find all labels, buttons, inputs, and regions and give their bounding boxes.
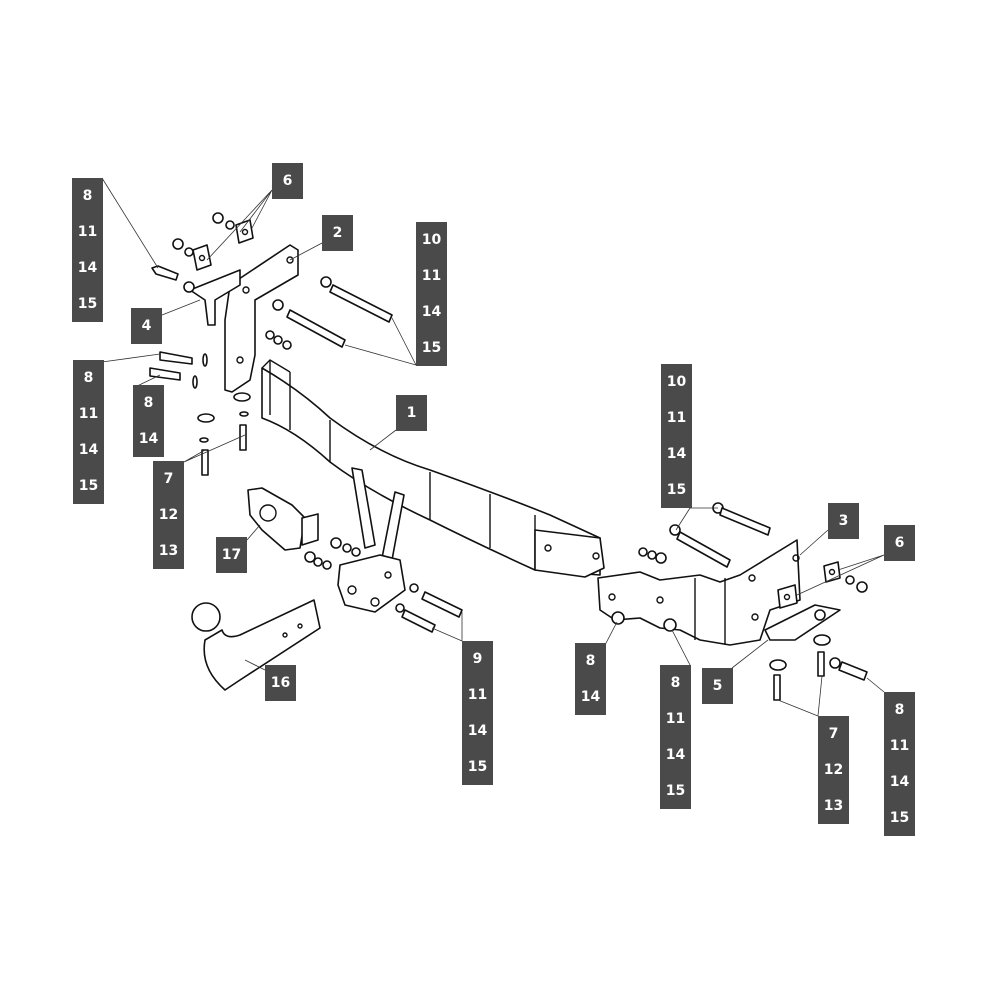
callout-right-bolt-set-short: 8 14 [575,643,606,715]
callout-left-bolt-set-upper: 8 11 14 15 [72,178,103,322]
part-number-label: 11 [889,738,910,754]
callout-left-small-bracket: 4 [131,308,162,344]
part-number-label: 10 [421,232,442,248]
part-number-label: 17 [221,547,242,563]
part-number-label: 11 [421,268,442,284]
part-number-label: 16 [270,675,291,691]
part-number-label: 8 [82,188,93,204]
tow-ball-part [191,599,321,691]
part-number-label: 7 [828,726,839,742]
callout-neck-bolts: 9 11 14 15 [462,641,493,785]
left-bracket-part [149,212,393,476]
callout-main-crossbar: 1 [396,395,427,431]
part-number-label: 15 [77,296,98,312]
part-number-label: 6 [894,535,905,551]
part-number-label: 11 [665,711,686,727]
part-number-label: 6 [282,173,293,189]
callout-right-long-bolts: 10 11 14 15 [661,364,692,508]
callout-right-plates: 6 [884,525,915,561]
callout-left-bracket: 2 [322,215,353,251]
part-number-label: 15 [889,810,910,826]
part-number-label: 8 [670,675,681,691]
part-number-label: 14 [666,446,687,462]
part-number-label: 10 [666,374,687,390]
part-number-label: 11 [666,410,687,426]
part-number-label: 14 [138,431,159,447]
part-number-label: 15 [666,482,687,498]
callout-left-long-bolts: 10 11 14 15 [416,222,447,366]
part-number-label: 11 [78,406,99,422]
part-number-label: 8 [894,702,905,718]
part-number-label: 15 [665,783,686,799]
part-number-label: 11 [467,687,488,703]
part-number-label: 14 [467,723,488,739]
part-number-label: 9 [472,651,483,667]
part-number-label: 11 [77,224,98,240]
callout-right-bolt-set-middle: 8 11 14 15 [660,665,691,809]
neck-bolts-part [395,583,463,633]
part-number-label: 5 [712,678,723,694]
callout-right-vertical-bolts: 7 12 13 [818,716,849,824]
part-number-label: 14 [78,442,99,458]
part-number-label: 15 [78,478,99,494]
part-number-label: 8 [585,653,596,669]
part-number-label: 8 [83,370,94,386]
part-number-label: 1 [406,405,417,421]
callout-right-small-bracket: 5 [702,668,733,704]
part-number-label: 14 [889,774,910,790]
callout-right-bracket: 3 [828,503,859,539]
callout-left-plates: 6 [272,163,303,199]
callout-left-bolt-set-short: 8 14 [133,385,164,457]
callout-right-bolt-set-side: 8 11 14 15 [884,692,915,836]
part-number-label: 4 [141,318,152,334]
socket-plate-part [247,487,361,570]
part-number-label: 12 [823,762,844,778]
leader-lines [101,177,885,717]
part-number-label: 14 [77,260,98,276]
part-number-label: 15 [467,759,488,775]
callout-socket-plate: 17 [216,537,247,573]
main-crossbar-part [261,359,605,613]
part-number-label: 3 [838,513,849,529]
part-number-label: 7 [163,471,174,487]
part-number-label: 2 [332,225,343,241]
part-number-label: 14 [665,747,686,763]
part-number-label: 12 [158,507,179,523]
part-number-label: 13 [158,543,179,559]
part-number-label: 15 [421,340,442,356]
part-number-label: 8 [143,395,154,411]
callout-left-bolt-set-middle: 8 11 14 15 [73,360,104,504]
callout-tow-ball-neck: 16 [265,665,296,701]
part-number-label: 13 [823,798,844,814]
callout-left-vertical-bolts: 7 12 13 [153,461,184,569]
part-number-label: 14 [580,689,601,705]
part-number-label: 14 [421,304,442,320]
